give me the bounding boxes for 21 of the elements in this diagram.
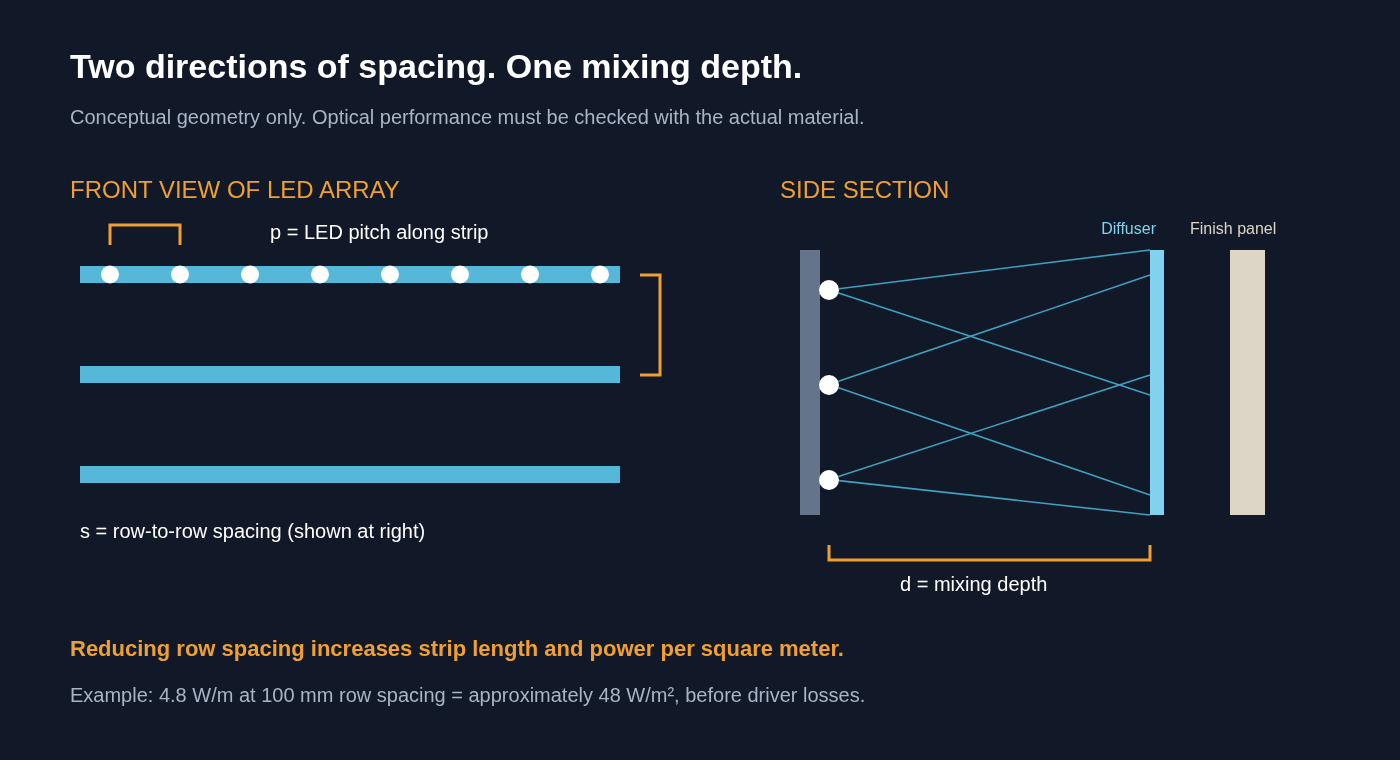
dimension-label: p = LED pitch along strip xyxy=(270,221,489,244)
note-text: Reducing row spacing increases strip length and power per square meter. xyxy=(70,636,844,662)
light-ray xyxy=(837,374,1151,478)
example-note: Example: 4.8 W/m at 100 mm row spacing = approximately 48 W/m², before driver losses. xyxy=(70,684,866,707)
panel-label: Finish panel xyxy=(1190,220,1277,239)
light-ray xyxy=(837,274,1151,383)
dimension-label: d = mixing depth xyxy=(900,573,1048,596)
section-heading: SIDE SECTION xyxy=(780,176,950,204)
panel-label: Diffuser xyxy=(1101,220,1156,239)
diagram-title: Two directions of spacing. One mixing depth. xyxy=(70,47,803,87)
light-ray xyxy=(838,479,1151,516)
light-ray xyxy=(837,292,1151,396)
light-ray xyxy=(838,249,1151,290)
mounting-board xyxy=(800,250,820,515)
led-dot xyxy=(819,469,839,490)
dimension-label: s = row-to-row spacing (shown at right) xyxy=(80,520,426,543)
light-ray xyxy=(837,387,1151,496)
led-dot xyxy=(819,280,839,300)
section-heading: FRONT VIEW OF LED ARRAY xyxy=(70,176,400,204)
subtitle: Conceptual geometry only. Optical performance must be checked with the actual material. xyxy=(70,106,865,129)
led-dot xyxy=(819,374,839,395)
